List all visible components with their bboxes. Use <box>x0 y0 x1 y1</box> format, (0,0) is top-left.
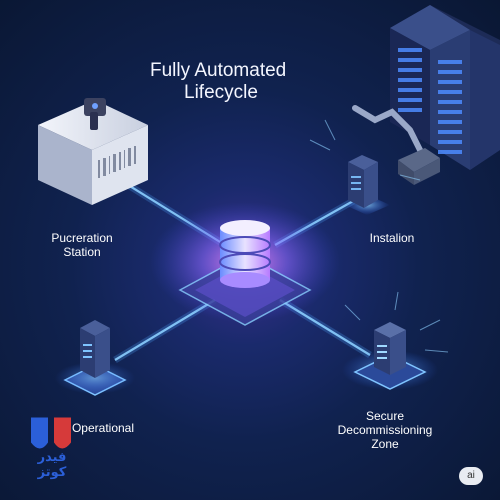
central-database-core <box>150 202 340 326</box>
installation-server <box>345 155 390 215</box>
installation-robot-base <box>398 148 440 185</box>
diagram-title: Fully Automated Lifecycle <box>150 60 340 104</box>
procurement-station-machine <box>38 98 148 205</box>
installation-robot <box>352 105 423 153</box>
decommissioning-zone-label: Secure Decommissioning Zone <box>320 409 450 451</box>
decommission-label-line-1: Secure <box>365 409 405 423</box>
operational-label: Operational <box>71 421 135 435</box>
ai-badge: ai <box>459 467 483 485</box>
watermark-logo-icon <box>31 417 71 449</box>
procurement-label-line-2: Station <box>63 244 101 259</box>
title-line-2: Lifecycle <box>184 81 258 103</box>
sparkle-rays <box>309 119 449 353</box>
title-line-1: Fully Automated <box>150 60 287 81</box>
procurement-label-line-1: Pucreration <box>51 231 113 245</box>
operational-server <box>55 320 135 396</box>
watermark-text: فيدر كوتز <box>37 450 67 480</box>
decommission-label-line-2: Decommissioning <box>337 422 433 437</box>
decommission-label-line-3: Zone <box>371 436 399 451</box>
decommission-server <box>342 322 438 390</box>
procurement-station-label: Pucreration Station <box>32 231 132 260</box>
installation-label: Instalion <box>369 231 415 245</box>
server-rack <box>390 5 500 170</box>
